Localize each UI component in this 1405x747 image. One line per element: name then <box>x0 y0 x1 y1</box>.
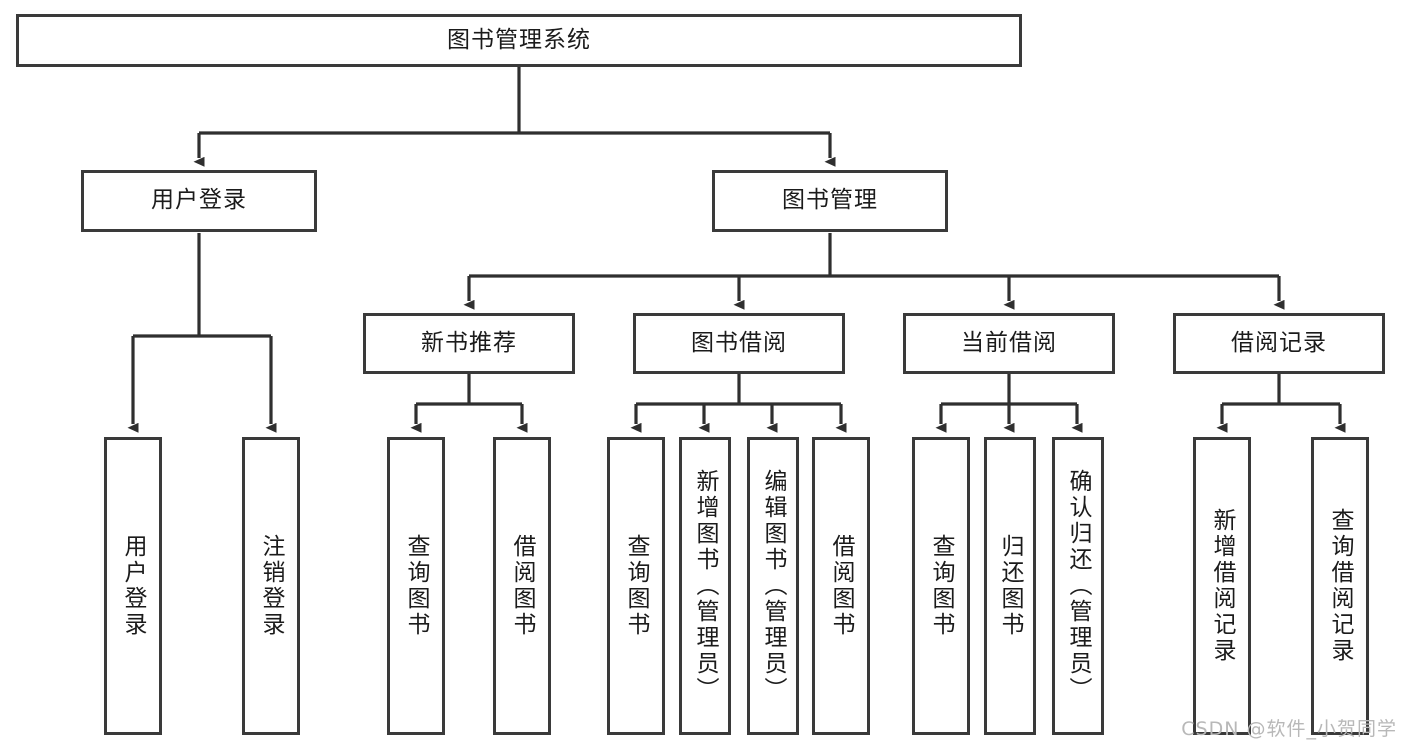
csdn-watermark: CSDN @软件_小贺同学 <box>1181 718 1397 740</box>
node-label: 确认归还（管理员） <box>1065 469 1092 703</box>
node-leaf-query-book-new-rec[interactable]: 查询图书 <box>387 437 445 735</box>
node-label: 查询借阅记录 <box>1327 508 1354 664</box>
node-label: 查询图书 <box>928 534 955 638</box>
node-leaf-query-book-borrow[interactable]: 查询图书 <box>607 437 665 735</box>
node-leaf-logout[interactable]: 注销登录 <box>242 437 300 735</box>
node-root-book-management-system[interactable]: 图书管理系统 <box>16 14 1022 67</box>
node-leaf-borrow-book-new-rec[interactable]: 借阅图书 <box>493 437 551 735</box>
node-label: 归还图书 <box>997 534 1024 638</box>
node-label: 注销登录 <box>258 534 285 638</box>
node-book-management[interactable]: 图书管理 <box>712 170 948 232</box>
node-label: 用户登录 <box>120 534 147 638</box>
node-label: 新增借阅记录 <box>1209 508 1236 664</box>
node-leaf-borrow-book-borrow[interactable]: 借阅图书 <box>812 437 870 735</box>
node-user-login[interactable]: 用户登录 <box>81 170 317 232</box>
node-label: 新书推荐 <box>421 329 517 356</box>
node-label: 查询图书 <box>403 534 430 638</box>
node-leaf-add-book-admin[interactable]: 新增图书（管理员） <box>679 437 731 735</box>
node-label: 借阅记录 <box>1231 329 1327 356</box>
node-new-book-recommendation[interactable]: 新书推荐 <box>363 313 575 374</box>
node-leaf-query-book-current[interactable]: 查询图书 <box>912 437 970 735</box>
node-label: 查询图书 <box>623 534 650 638</box>
node-label: 图书管理 <box>782 187 878 214</box>
node-label: 新增图书（管理员） <box>692 469 719 703</box>
node-label: 借阅图书 <box>828 534 855 638</box>
node-label: 图书借阅 <box>691 329 787 356</box>
node-leaf-query-borrow-record[interactable]: 查询借阅记录 <box>1311 437 1369 735</box>
node-label: 编辑图书（管理员） <box>760 469 787 703</box>
node-label: 借阅图书 <box>509 534 536 638</box>
node-current-borrow[interactable]: 当前借阅 <box>903 313 1115 374</box>
node-borrow-record[interactable]: 借阅记录 <box>1173 313 1385 374</box>
node-label: 图书管理系统 <box>447 26 591 53</box>
node-leaf-user-login[interactable]: 用户登录 <box>104 437 162 735</box>
node-leaf-return-book[interactable]: 归还图书 <box>984 437 1036 735</box>
node-leaf-add-borrow-record[interactable]: 新增借阅记录 <box>1193 437 1251 735</box>
node-book-borrow[interactable]: 图书借阅 <box>633 313 845 374</box>
node-leaf-edit-book-admin[interactable]: 编辑图书（管理员） <box>747 437 799 735</box>
node-leaf-confirm-return-admin[interactable]: 确认归还（管理员） <box>1052 437 1104 735</box>
node-label: 当前借阅 <box>961 329 1057 356</box>
node-label: 用户登录 <box>151 187 247 214</box>
